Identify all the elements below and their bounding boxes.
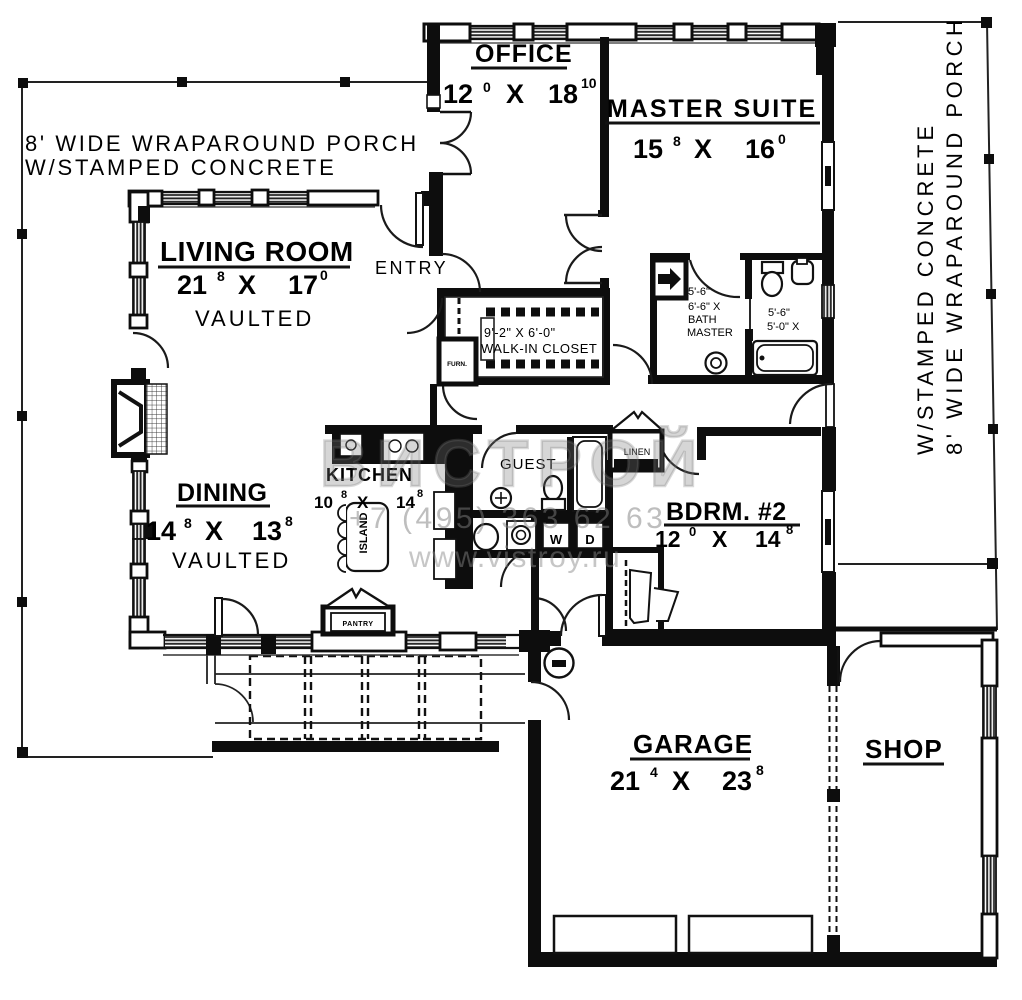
svg-text:VAULTED: VAULTED [195, 306, 314, 331]
svg-text:DINING: DINING [177, 479, 268, 507]
svg-text:8: 8 [341, 489, 347, 501]
svg-text:17: 17 [288, 270, 318, 300]
svg-text:14: 14 [396, 493, 415, 512]
svg-text:5'-6": 5'-6" [688, 286, 710, 298]
svg-text:8: 8 [285, 513, 293, 529]
svg-text:0: 0 [320, 267, 328, 283]
svg-text:+7 (495) 363 62 63: +7 (495) 363 62 63 [349, 502, 666, 535]
svg-text:SHOP: SHOP [865, 734, 943, 764]
svg-text:W/STAMPED CONCRETE: W/STAMPED CONCRETE [913, 122, 938, 455]
svg-text:X: X [694, 134, 712, 164]
svg-text:14: 14 [146, 516, 176, 546]
svg-text:23: 23 [722, 766, 752, 796]
svg-text:X: X [357, 493, 369, 512]
svg-text:KITCHEN: KITCHEN [326, 465, 413, 485]
svg-text:W/STAMPED CONCRETE: W/STAMPED CONCRETE [25, 155, 337, 180]
svg-text:8: 8 [756, 762, 764, 778]
svg-text:X: X [238, 270, 256, 300]
svg-text:4: 4 [650, 764, 658, 780]
svg-text:21: 21 [610, 766, 640, 796]
svg-text:X: X [712, 526, 728, 552]
svg-text:14: 14 [755, 526, 781, 552]
svg-text:FURN.: FURN. [447, 361, 467, 368]
svg-text:15: 15 [633, 134, 663, 164]
svg-text:5'-6": 5'-6" [768, 307, 790, 319]
svg-text:X: X [672, 766, 690, 796]
svg-text:8' WIDE WRAPAROUND PORCH: 8' WIDE WRAPAROUND PORCH [25, 131, 419, 156]
svg-text:8' WIDE WRAPAROUND PORCH: 8' WIDE WRAPAROUND PORCH [942, 16, 967, 455]
svg-text:ISLAND: ISLAND [358, 512, 370, 553]
svg-text:8: 8 [786, 522, 793, 537]
svg-text:PANTRY: PANTRY [343, 621, 374, 628]
svg-text:WALK-IN CLOSET: WALK-IN CLOSET [481, 341, 597, 356]
svg-text:0: 0 [483, 79, 491, 95]
svg-text:0: 0 [778, 131, 786, 147]
svg-text:0: 0 [689, 524, 696, 539]
svg-text:MASTER: MASTER [687, 327, 733, 339]
svg-text:5'-0" X: 5'-0" X [767, 321, 800, 333]
svg-text:LIVING ROOM: LIVING ROOM [160, 236, 354, 267]
svg-text:18: 18 [548, 79, 578, 109]
svg-text:www.vistroy.ru: www.vistroy.ru [408, 541, 621, 574]
svg-text:GARAGE: GARAGE [633, 729, 753, 759]
svg-text:13: 13 [252, 516, 282, 546]
svg-text:10: 10 [581, 75, 597, 91]
svg-text:8: 8 [417, 488, 423, 500]
svg-text:10: 10 [314, 493, 333, 512]
svg-text:LINEN: LINEN [624, 447, 651, 457]
svg-text:BDRM. #2: BDRM. #2 [666, 498, 787, 526]
svg-text:8: 8 [673, 133, 681, 149]
svg-text:8: 8 [217, 268, 225, 284]
svg-text:ВИСТРОЙ: ВИСТРОЙ [320, 425, 706, 500]
svg-text:6'-6" X: 6'-6" X [688, 301, 721, 313]
svg-text:12: 12 [655, 526, 681, 552]
svg-text:9'-2" X 6'-0": 9'-2" X 6'-0" [484, 326, 556, 340]
svg-text:X: X [506, 79, 524, 109]
svg-text:GUEST: GUEST [500, 456, 557, 473]
svg-text:21: 21 [177, 270, 207, 300]
svg-text:D: D [585, 532, 594, 547]
svg-text:ENTRY: ENTRY [375, 258, 448, 278]
svg-text:X: X [205, 516, 223, 546]
svg-text:OFFICE: OFFICE [475, 40, 573, 68]
svg-text:16: 16 [745, 134, 775, 164]
svg-text:VAULTED: VAULTED [172, 548, 291, 573]
svg-text:W: W [550, 532, 563, 547]
svg-text:BATH: BATH [688, 314, 717, 326]
svg-text:MASTER SUITE: MASTER SUITE [607, 95, 817, 123]
svg-text:12: 12 [443, 79, 473, 109]
svg-text:8: 8 [184, 515, 192, 531]
